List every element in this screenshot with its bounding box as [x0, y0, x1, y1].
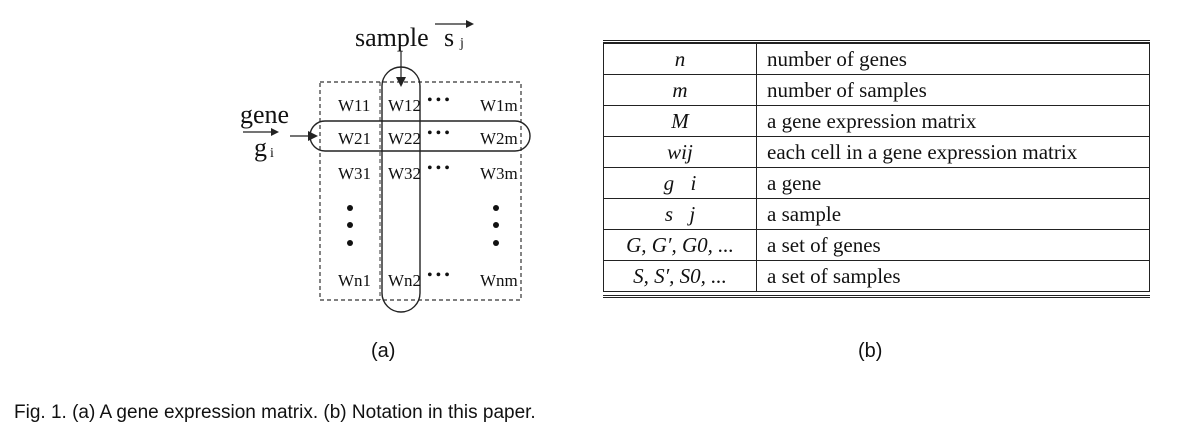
- row-ellipsis: •••: [427, 92, 453, 109]
- notation-symbol: G, G′, G0, ...: [603, 229, 757, 261]
- vdot: [493, 240, 499, 246]
- cell-w31: W31: [338, 164, 372, 183]
- gene-expression-matrix-figure: sample s j gene g i W11 W12 ••• W1m W21 …: [230, 15, 550, 325]
- notation-description: number of genes: [756, 43, 1150, 75]
- notation-description: a gene expression matrix: [756, 105, 1150, 137]
- gene-label: gene: [240, 100, 290, 129]
- notation-symbol: n: [603, 43, 757, 75]
- vdot: [347, 222, 353, 228]
- sample-vector-symbol: s: [444, 23, 455, 52]
- gene-vector-head: [271, 128, 279, 136]
- notation-description: a set of samples: [756, 260, 1150, 292]
- notation-symbol: S, S′, S0, ...: [603, 260, 757, 292]
- row-ellipsis: •••: [427, 125, 453, 142]
- cell-wn1: Wn1: [338, 271, 372, 290]
- row-ellipsis: •••: [427, 267, 453, 284]
- vdot: [347, 205, 353, 211]
- sample-vector-head: [466, 20, 474, 28]
- cell-w21: W21: [338, 129, 372, 148]
- notation-symbol: g⃗i: [603, 167, 757, 199]
- cell-w1m: W1m: [480, 96, 518, 115]
- figure-caption: Fig. 1. (a) A gene expression matrix. (b…: [14, 402, 536, 423]
- cell-w3m: W3m: [480, 164, 518, 183]
- subfigure-a-label: (a): [371, 340, 396, 362]
- matrix-diagram: [243, 20, 531, 313]
- notation-description: number of samples: [756, 74, 1150, 106]
- notation-row: S, S′, S0, ...a set of samples: [603, 260, 1150, 292]
- sample-arrow-head: [396, 77, 406, 87]
- matrix-border: [319, 81, 522, 301]
- cell-w11: W11: [338, 96, 371, 115]
- notation-symbol: wij: [603, 136, 757, 168]
- vdot: [493, 222, 499, 228]
- cell-w12: W12: [388, 96, 422, 115]
- sample-label: sample: [355, 23, 429, 52]
- vdot: [347, 240, 353, 246]
- sample-subscript: j: [460, 36, 464, 51]
- notation-description: a sample: [756, 198, 1150, 230]
- subfigure-b-label: (b): [858, 340, 883, 362]
- row-ellipsis: •••: [427, 160, 453, 177]
- notation-symbol: m: [603, 74, 757, 106]
- gene-vector-symbol: g: [254, 133, 267, 162]
- cell-w32: W32: [388, 164, 422, 183]
- notation-symbol: M: [603, 105, 757, 137]
- cell-w22: W22: [388, 129, 422, 148]
- vdot: [493, 205, 499, 211]
- cell-w2m: W2m: [480, 129, 518, 148]
- cell-wn2: Wn2: [388, 271, 422, 290]
- notation-description: each cell in a gene expression matrix: [756, 136, 1150, 168]
- notation-description: a gene: [756, 167, 1150, 199]
- gene-subscript: i: [270, 146, 274, 161]
- notation-description: a set of genes: [756, 229, 1150, 261]
- cell-wnm: Wnm: [480, 271, 518, 290]
- notation-row: G, G′, G0, ...a set of genes: [603, 229, 1150, 261]
- notation-symbol: s⃗j: [603, 198, 757, 230]
- gene-arrow-head: [308, 131, 318, 141]
